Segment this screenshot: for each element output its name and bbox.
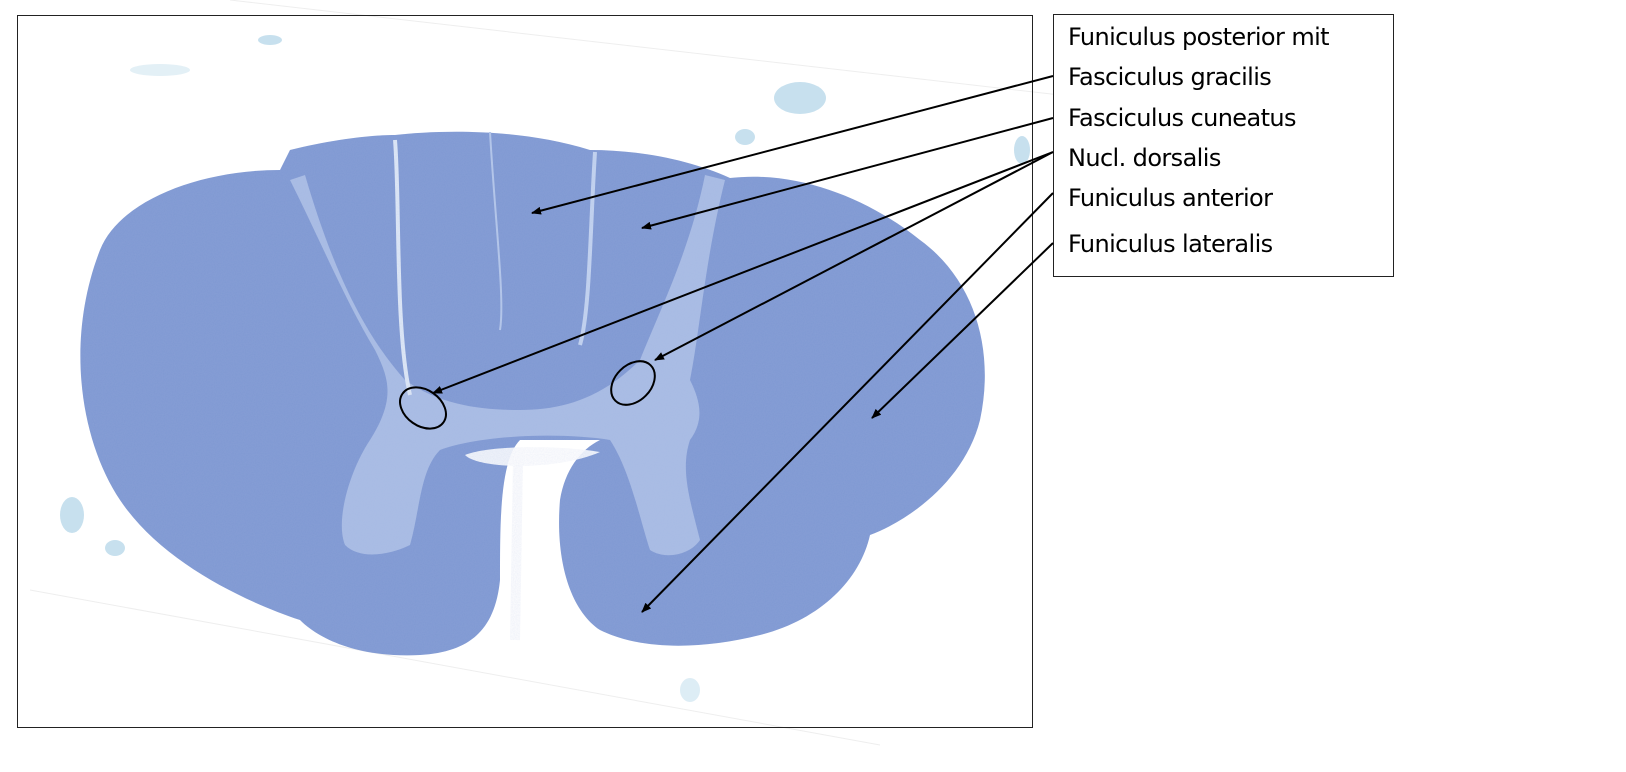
- gray-matter: [290, 175, 725, 556]
- label-funiculus-lateralis: Funiculus lateralis: [1068, 230, 1273, 258]
- label-nucl-dorsalis: Nucl. dorsalis: [1068, 144, 1221, 172]
- image-frame: [17, 15, 1033, 728]
- label-fasciculus-cuneatus: Fasciculus cuneatus: [1068, 104, 1297, 132]
- label-funiculus-posterior: Funiculus posterior mit: [1068, 23, 1330, 51]
- label-box: Funiculus posterior mit Fasciculus graci…: [1053, 14, 1394, 277]
- label-funiculus-anterior: Funiculus anterior: [1068, 184, 1273, 212]
- label-fasciculus-gracilis: Fasciculus gracilis: [1068, 63, 1272, 91]
